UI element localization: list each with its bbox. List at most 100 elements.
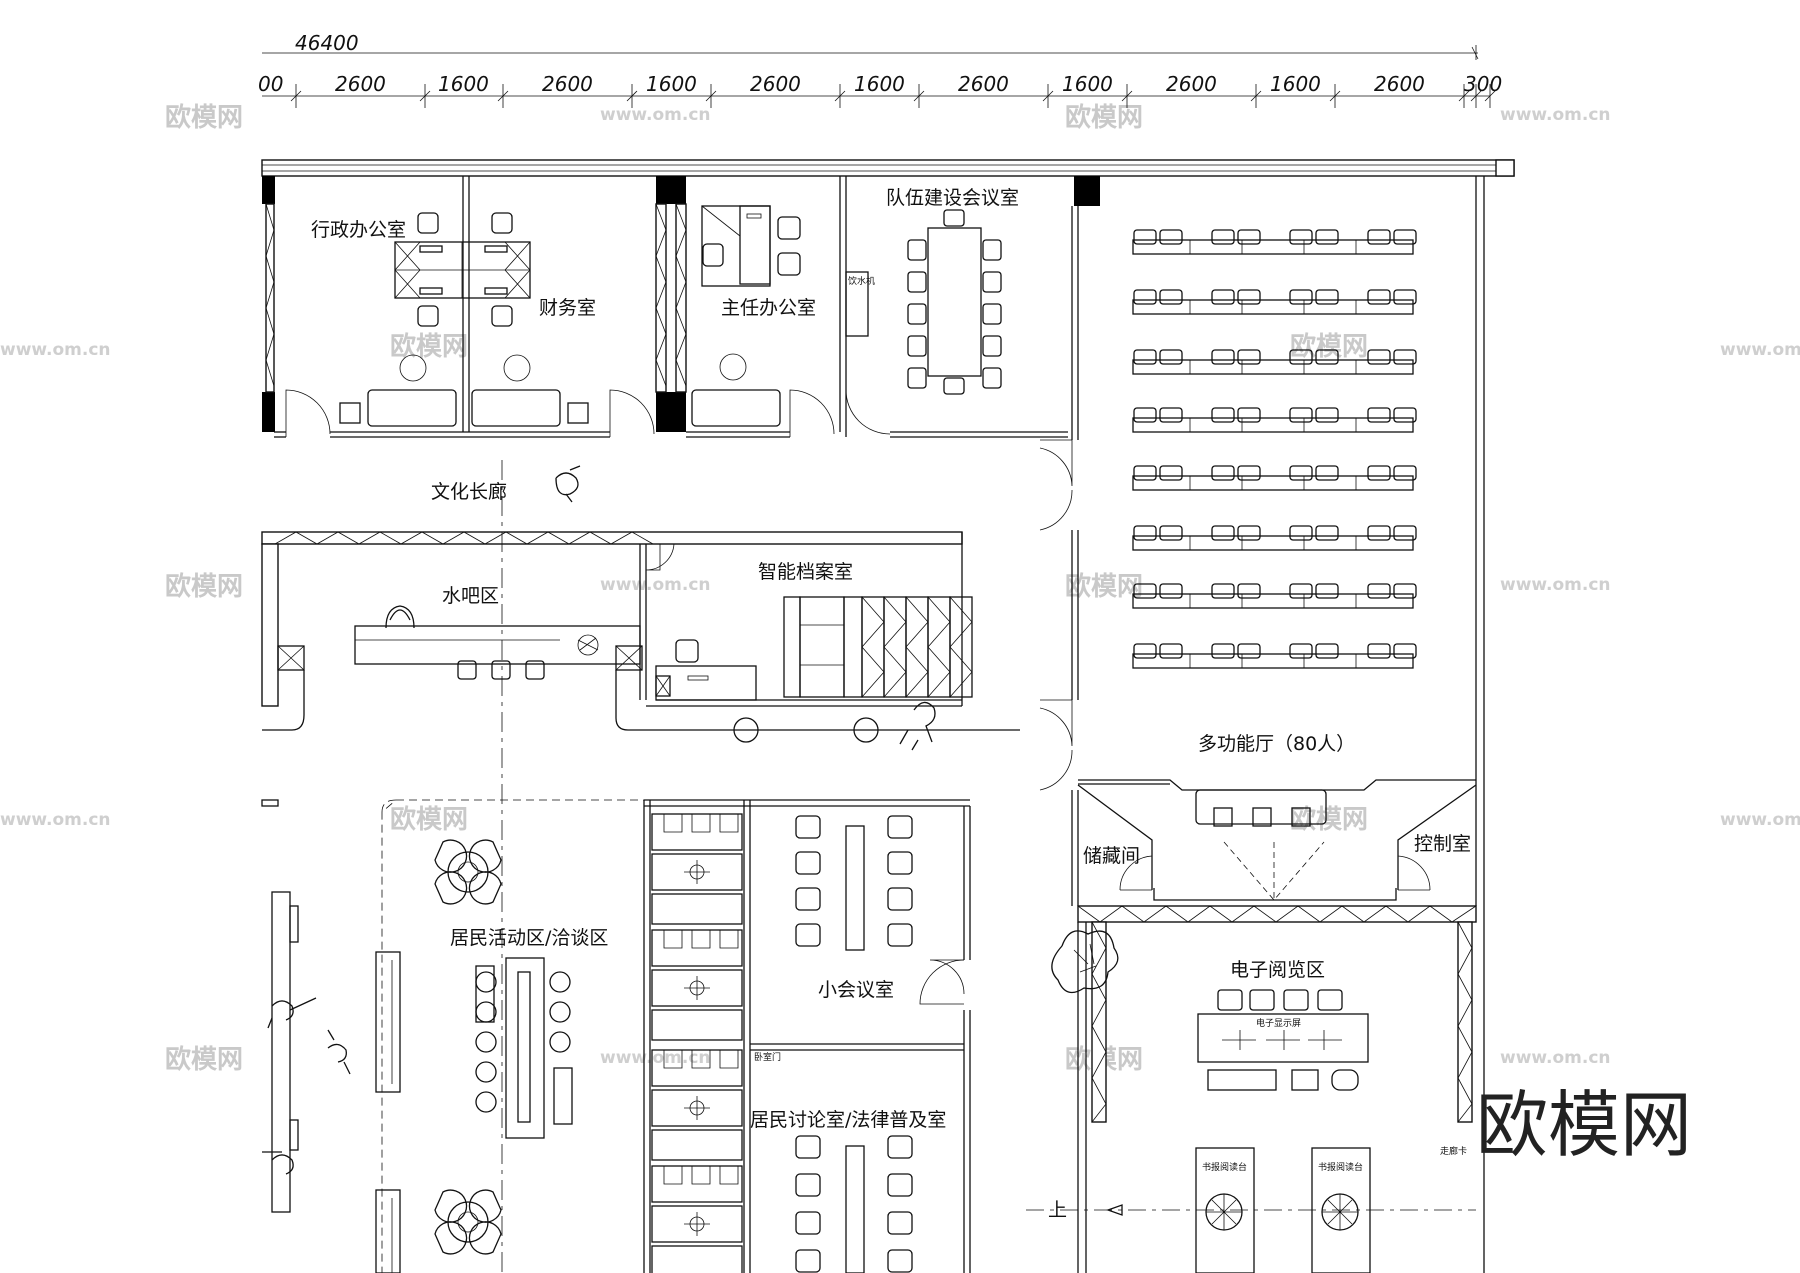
archive-shelf xyxy=(883,596,907,698)
watermark-url: www.om.cn xyxy=(600,575,711,595)
booth-seat-back xyxy=(719,1166,739,1185)
seat xyxy=(1237,525,1261,541)
stool xyxy=(475,1031,497,1053)
archive-shelf xyxy=(905,596,929,698)
dimension-tick-mark xyxy=(290,90,302,102)
seat xyxy=(1211,229,1235,245)
dimension-tick-mark xyxy=(1329,90,1341,102)
watermark-brand: 欧模网 xyxy=(1290,804,1368,835)
seat xyxy=(1237,465,1261,481)
room-label-archive: 智能档案室 xyxy=(758,561,853,583)
seat xyxy=(1367,583,1391,599)
room-label-team-meeting: 队伍建设会议室 xyxy=(886,187,1019,209)
activity-area xyxy=(261,460,960,1273)
watermark-url: www.om.cn xyxy=(0,810,111,830)
seat xyxy=(1289,349,1313,365)
booth-seat xyxy=(651,1049,743,1087)
booth-seat-back xyxy=(719,1050,739,1069)
seat-row-desk xyxy=(1132,417,1414,433)
room-label-corridor: 文化长廊 xyxy=(431,481,507,503)
seat xyxy=(1367,229,1391,245)
seat xyxy=(1367,349,1391,365)
seat xyxy=(1159,643,1183,659)
watermark-url: www.om.cn xyxy=(1720,810,1800,830)
chair xyxy=(887,1249,913,1273)
booth-seat-back xyxy=(719,814,739,833)
seat xyxy=(1367,289,1391,305)
seat xyxy=(1237,643,1261,659)
central-block xyxy=(261,531,1020,743)
seat xyxy=(1211,583,1235,599)
seat xyxy=(1289,289,1313,305)
seat xyxy=(1133,289,1157,305)
dimension-label: 1600 xyxy=(854,72,905,96)
seat xyxy=(1133,525,1157,541)
room-label-storage: 储藏间 xyxy=(1083,845,1140,867)
archive-shelf xyxy=(949,596,973,698)
seat xyxy=(1367,407,1391,423)
chair xyxy=(907,303,927,325)
watermark-brand: 欧模网 xyxy=(165,102,243,133)
stool xyxy=(475,1091,497,1113)
chair xyxy=(907,367,927,389)
seat xyxy=(1289,465,1313,481)
dimension-tick-mark xyxy=(1458,90,1470,102)
seat xyxy=(1133,583,1157,599)
chair xyxy=(795,1249,821,1273)
stool xyxy=(475,1061,497,1083)
seat-row-desk xyxy=(1132,593,1414,609)
booth-seat-back xyxy=(719,930,739,949)
stool xyxy=(549,971,571,993)
booth-seat xyxy=(651,893,743,925)
watermark-brand: 欧模网 xyxy=(390,331,468,362)
small-meeting-chairs xyxy=(795,815,913,1273)
archive-shelf xyxy=(843,596,863,698)
seat xyxy=(1315,465,1339,481)
watermark-brand: 欧模网 xyxy=(165,1044,243,1075)
side-note-label: 走廊卡 xyxy=(1440,1145,1467,1157)
water-dispenser-label: 饮水机 xyxy=(848,275,875,287)
seat xyxy=(1211,465,1235,481)
booth-seat-back xyxy=(691,930,711,949)
watermark-url: www.om.cn xyxy=(600,105,711,125)
seat-row-desk xyxy=(1132,653,1414,669)
seat xyxy=(1211,349,1235,365)
seat-row-desk xyxy=(1132,475,1414,491)
booth-seat-back xyxy=(691,814,711,833)
seat xyxy=(1289,229,1313,245)
archive-shelf xyxy=(927,596,951,698)
chair xyxy=(887,851,913,875)
booth-seat xyxy=(651,1245,743,1273)
seat xyxy=(1133,229,1157,245)
seat xyxy=(1289,407,1313,423)
archive-shelves xyxy=(843,596,973,698)
round-table-set-2 xyxy=(434,1189,502,1255)
dimension-tick-mark xyxy=(834,90,846,102)
dimension-tick-mark xyxy=(705,90,717,102)
chair xyxy=(795,1135,821,1159)
chair xyxy=(887,1173,913,1197)
dimension-tick-mark xyxy=(419,90,431,102)
dimension-label: 1600 xyxy=(438,72,489,96)
chair xyxy=(795,923,821,947)
meeting-block: 卧室门 xyxy=(643,799,971,1273)
seat xyxy=(1393,583,1417,599)
booth-seat-back xyxy=(663,814,683,833)
chair xyxy=(887,1135,913,1159)
seat xyxy=(1237,349,1261,365)
archive-shelf-hatch xyxy=(905,596,929,698)
dimension-tick-mark xyxy=(1250,90,1262,102)
booth-seat xyxy=(651,929,743,967)
seat xyxy=(1315,583,1339,599)
dimension-tick-mark xyxy=(497,90,509,102)
booth-seat xyxy=(651,1009,743,1041)
e-screen-row xyxy=(1217,989,1343,1011)
seat xyxy=(1159,407,1183,423)
dimension-label: 2600 xyxy=(1166,72,1217,96)
seat xyxy=(1315,349,1339,365)
stool xyxy=(475,1001,497,1023)
multi-function-hall xyxy=(1039,176,1485,1273)
dimension-ticks xyxy=(290,84,1496,108)
